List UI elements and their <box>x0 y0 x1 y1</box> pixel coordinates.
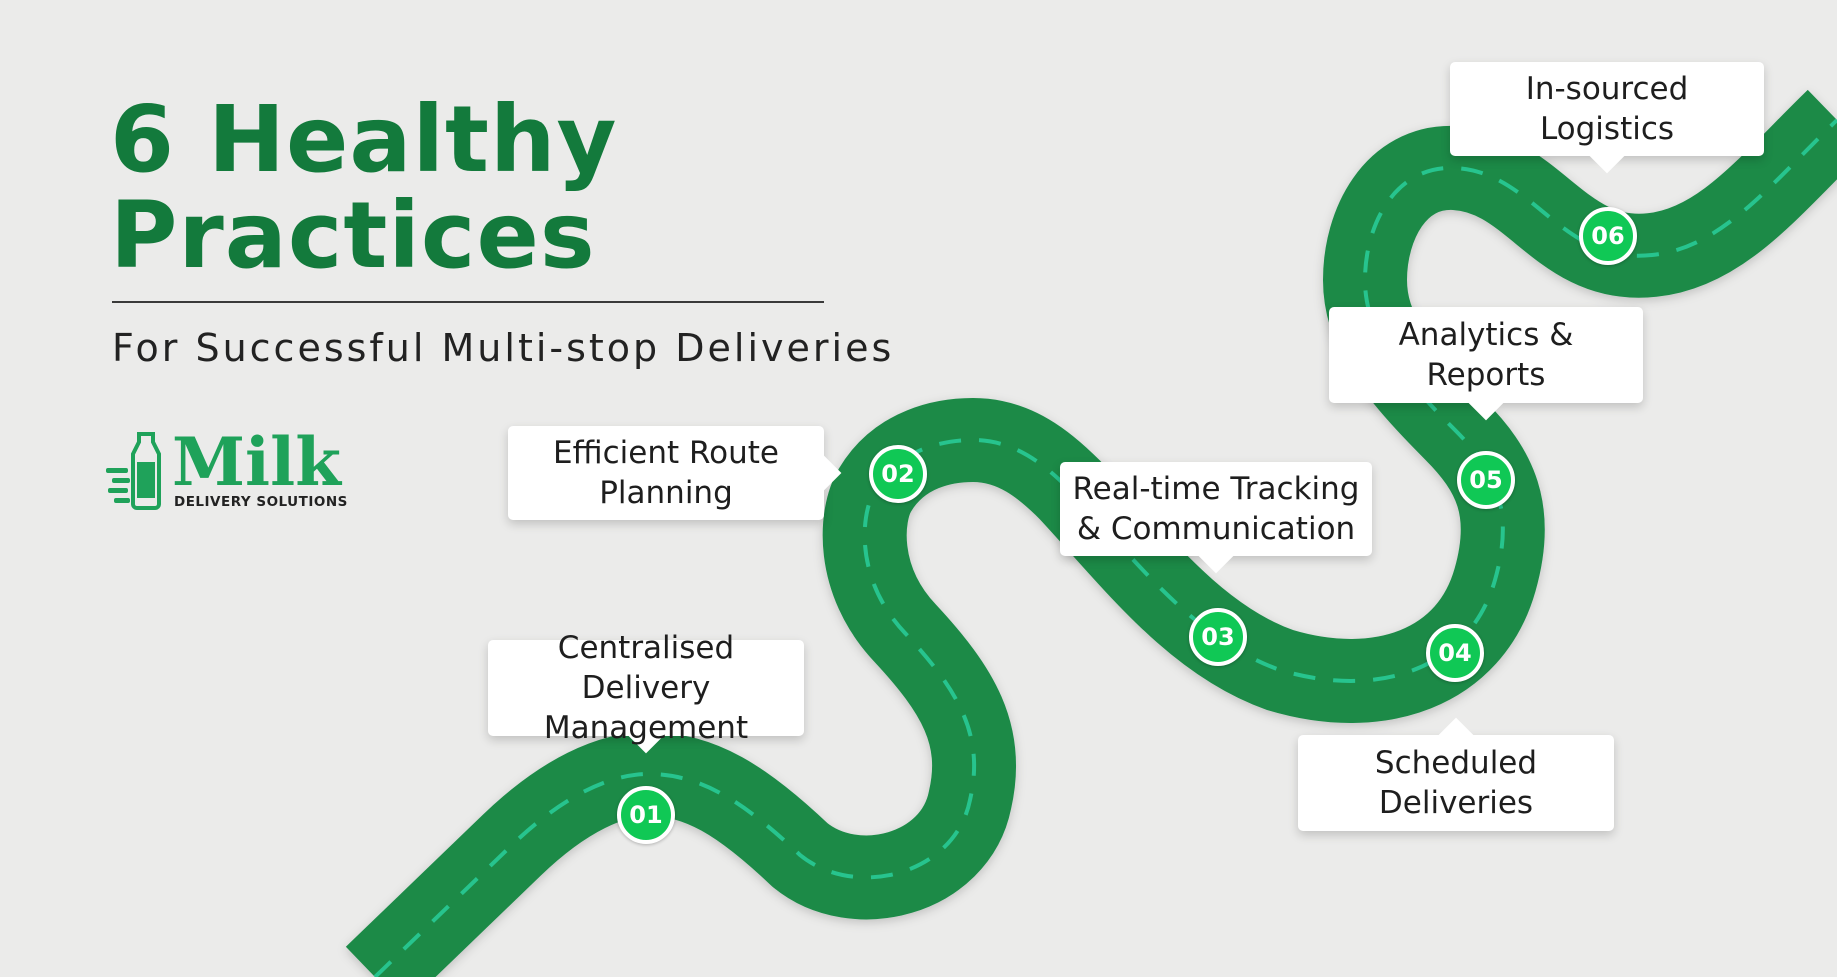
step-02-card: Efficient Route Planning <box>508 426 824 520</box>
step-04-label: Scheduled Deliveries <box>1374 745 1538 821</box>
title-line-2: Practices <box>110 182 596 289</box>
page-title: 6 Healthy Practices <box>110 92 618 284</box>
title-line-1: 6 Healthy <box>110 86 618 193</box>
step-01-card: Centralised Delivery Management <box>488 630 804 746</box>
step-05-card: Analytics & Reports <box>1329 307 1643 403</box>
logo-wordmark: Milk <box>172 423 341 501</box>
step-03-card: Real-time Tracking & Communication <box>1060 462 1372 556</box>
step-05-label: Analytics & Reports <box>1398 317 1574 393</box>
milk-bottle-icon <box>106 432 161 510</box>
step-01-marker: 01 <box>617 786 675 844</box>
step-04-card: Scheduled Deliveries <box>1298 735 1614 831</box>
milk-logo: Milk DELIVERY SOLUTIONS <box>104 426 364 512</box>
step-02-marker: 02 <box>869 445 927 503</box>
step-02-label: Efficient Route Planning <box>553 435 779 511</box>
step-06-card: In-sourced Logistics <box>1450 62 1764 156</box>
step-03-label: Real-time Tracking & Communication <box>1072 471 1360 547</box>
step-01-label: Centralised Delivery Management <box>543 630 749 746</box>
step-06-marker: 06 <box>1579 207 1637 265</box>
logo-tagline: DELIVERY SOLUTIONS <box>174 494 348 510</box>
step-05-marker: 05 <box>1457 451 1515 509</box>
step-06-label: In-sourced Logistics <box>1525 71 1689 147</box>
step-03-marker: 03 <box>1189 608 1247 666</box>
title-divider <box>112 301 824 303</box>
step-04-marker: 04 <box>1426 624 1484 682</box>
lane-dashes <box>373 118 1837 977</box>
page-subtitle: For Successful Multi-stop Deliveries <box>112 326 895 370</box>
